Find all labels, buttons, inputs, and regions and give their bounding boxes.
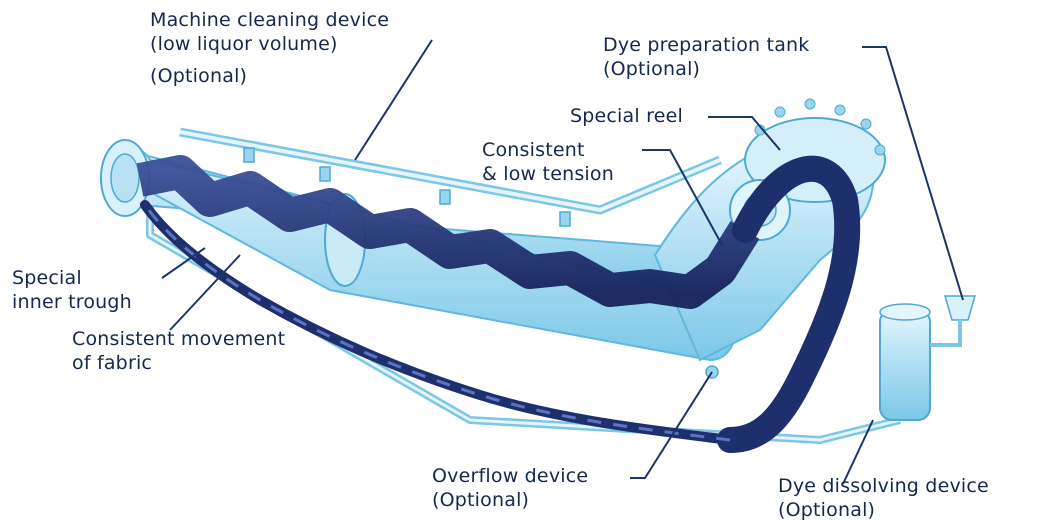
- label-dye-dissolving: Dye dissolving device (Optional): [778, 474, 989, 522]
- label-overflow-device-line2: (Optional): [432, 488, 588, 512]
- label-consistent-tension: Consistent & low tension: [482, 138, 614, 186]
- label-consistent-movement-line1: Consistent movement: [72, 327, 285, 351]
- label-consistent-tension-line2: & low tension: [482, 162, 614, 186]
- label-dye-prep-tank-line1: Dye preparation tank: [603, 33, 809, 57]
- label-special-reel-line1: Special reel: [570, 104, 683, 128]
- label-special-reel: Special reel: [570, 104, 683, 128]
- label-special-trough-line2: inner trough: [12, 290, 132, 314]
- label-machine-cleaning: Machine cleaning device (low liquor volu…: [150, 8, 389, 88]
- label-overflow-device: Overflow device (Optional): [432, 464, 588, 512]
- label-dye-prep-tank: Dye preparation tank (Optional): [603, 33, 809, 81]
- label-dye-prep-tank-line2: (Optional): [603, 57, 809, 81]
- label-machine-cleaning-line2: (low liquor volume): [150, 32, 389, 56]
- label-consistent-tension-line1: Consistent: [482, 138, 614, 162]
- label-special-trough: Special inner trough: [12, 266, 132, 314]
- label-special-trough-line1: Special: [12, 266, 132, 290]
- label-machine-cleaning-line3: (Optional): [150, 64, 389, 88]
- label-overflow-device-line1: Overflow device: [432, 464, 588, 488]
- label-consistent-movement: Consistent movement of fabric: [72, 327, 285, 375]
- label-dye-dissolving-line1: Dye dissolving device: [778, 474, 989, 498]
- label-dye-dissolving-line2: (Optional): [778, 498, 989, 522]
- label-machine-cleaning-line1: Machine cleaning device: [150, 8, 389, 32]
- label-consistent-movement-line2: of fabric: [72, 351, 285, 375]
